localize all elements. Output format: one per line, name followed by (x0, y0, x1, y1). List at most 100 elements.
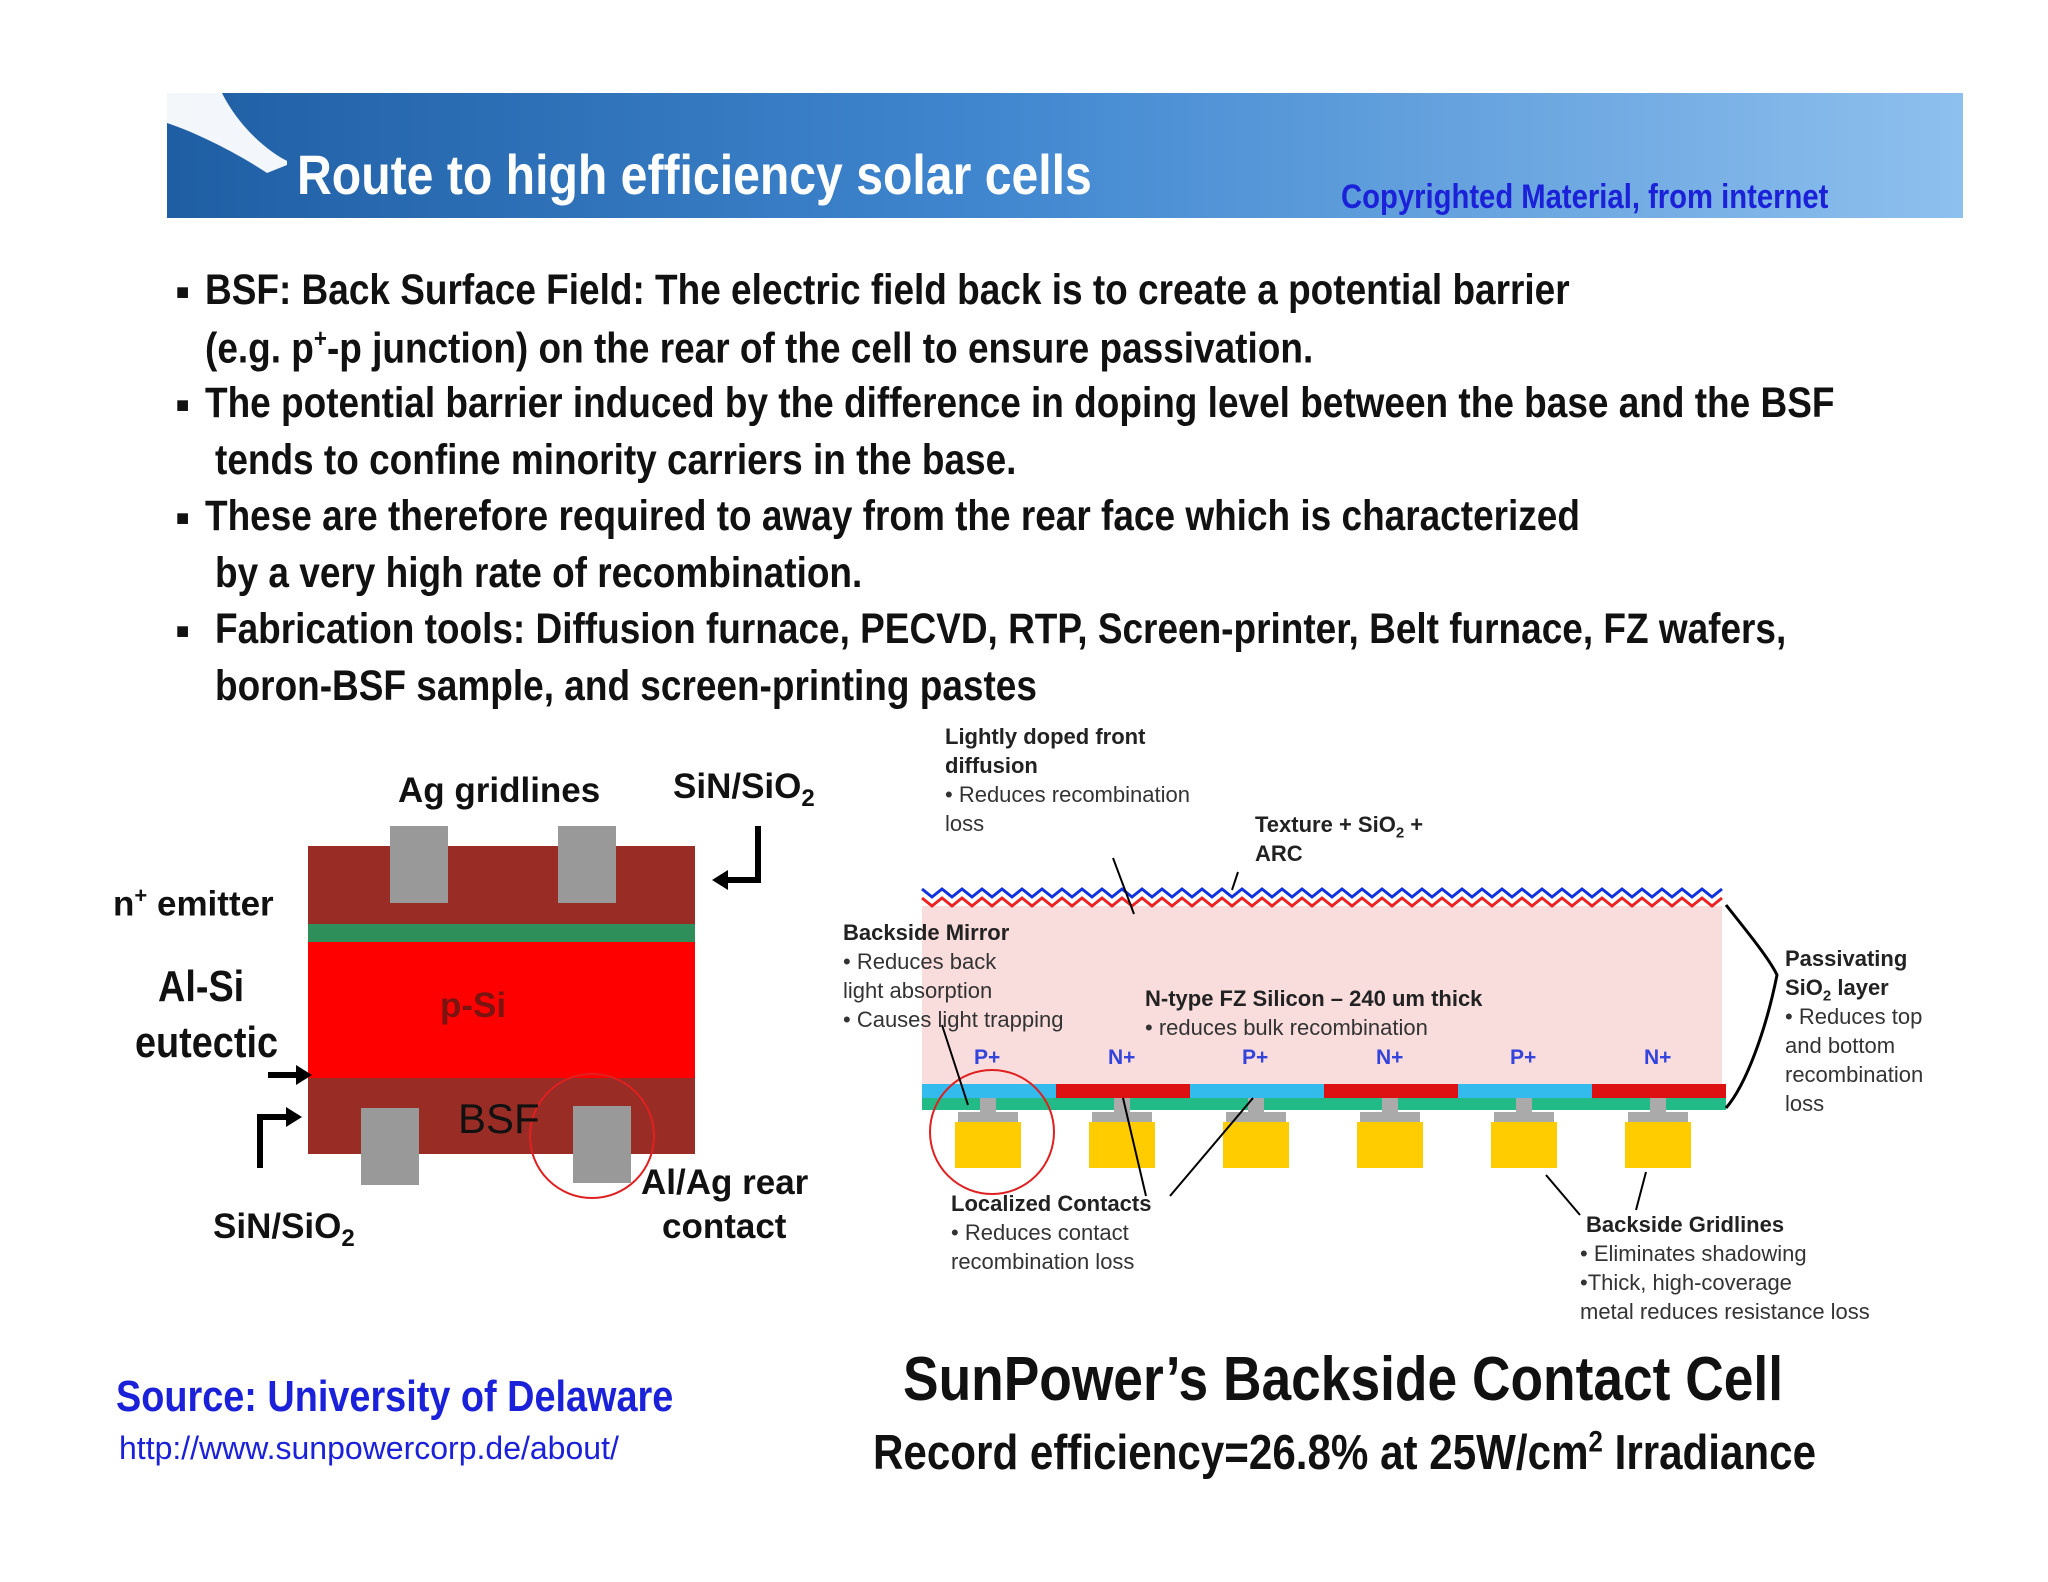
pointer-line (1122, 1097, 1147, 1197)
backside-gridlines-note-3: metal reduces resistance loss (1580, 1299, 1870, 1324)
banner-swoosh-icon (167, 93, 287, 173)
rear-contact (361, 1108, 419, 1185)
metal-contact (955, 1122, 1021, 1168)
p-plus-region (1190, 1084, 1324, 1098)
localized-contacts-note-1: • Reduces contact (951, 1220, 1129, 1245)
texture-label-2: ARC (1255, 841, 1303, 866)
passivation-layer (308, 924, 695, 942)
doping-label: N+ (1108, 1046, 1136, 1069)
contact-pad (1628, 1112, 1688, 1122)
doping-label: P+ (1510, 1046, 1537, 1069)
highlight-circle (529, 1073, 655, 1199)
contact-pad (1494, 1112, 1554, 1122)
p-plus-region (1458, 1084, 1592, 1098)
sin-bottom-label: SiN/SiO2 (213, 1207, 355, 1252)
contact-pad (958, 1112, 1018, 1122)
backside-gridlines-title: Backside Gridlines (1586, 1212, 1785, 1237)
pointer-line (1545, 1174, 1581, 1216)
front-diffusion-title-2: diffusion (945, 753, 1038, 778)
p-plus-region (922, 1084, 1056, 1098)
pointer-line (1169, 1097, 1254, 1197)
eutectic-label: eutectic (135, 1018, 279, 1067)
bullet-4-line1: Fabrication tools: Diffusion furnace, PE… (215, 605, 1787, 653)
pointer-line (941, 1024, 969, 1106)
pointer-line (1635, 1171, 1647, 1211)
doping-label: N+ (1376, 1046, 1404, 1069)
p-si-label: p-Si (440, 986, 507, 1025)
bullet-3-line1: These are therefore required to away fro… (205, 492, 1580, 540)
metal-contact (1357, 1122, 1423, 1168)
al-si-label: Al-Si (158, 962, 245, 1011)
metal-contact (1491, 1122, 1557, 1168)
backside-mirror-note-2: light absorption (843, 978, 993, 1003)
slide-title: Route to high efficiency solar cells (297, 143, 1092, 206)
backside-passivation-layer (922, 1098, 1726, 1110)
source-title: Source: University of Delaware (116, 1372, 674, 1421)
front-diffusion-wave (921, 887, 1723, 899)
contact-pad (1226, 1112, 1286, 1122)
sin-top-arrow (722, 826, 761, 883)
metal-contact (1223, 1122, 1289, 1168)
backside-mirror-title: Backside Mirror (843, 920, 1010, 945)
record-efficiency: Record efficiency=26.8% at 25W/cm2 Irrad… (873, 1425, 1817, 1480)
passivating-note-1: • Reduces top (1785, 1004, 1923, 1029)
n-emitter-label: n+ emitter (113, 883, 274, 924)
passivating-note-3: recombination (1785, 1062, 1924, 1087)
front-diffusion-note-2: loss (945, 811, 985, 836)
p-si-base (308, 942, 695, 1078)
passivating-title-2: SiO2 layer (1785, 975, 1889, 1005)
n-emitter-layer (308, 846, 695, 924)
front-diffusion-note-1: • Reduces recombination (945, 782, 1190, 807)
bullet-4-line2: boron-BSF sample, and screen-printing pa… (215, 662, 1037, 710)
texture-label-1: Texture + SiO2 + (1255, 812, 1424, 842)
ag-gridline-contact (558, 826, 616, 903)
metal-contact (1625, 1122, 1691, 1168)
bullet-3-line2: by a very high rate of recombination. (215, 549, 863, 597)
doping-label: N+ (1644, 1046, 1672, 1069)
doping-label: P+ (974, 1046, 1001, 1069)
highlight-circle (929, 1069, 1055, 1195)
bullet-1-line2: (e.g. p+-p junction) on the rear of the … (205, 323, 1314, 373)
texture-arc-wave (921, 896, 1723, 908)
n-type-silicon-body (922, 906, 1722, 1098)
metal-contact (1089, 1122, 1155, 1168)
localized-contacts-note-2: recombination loss (951, 1249, 1135, 1274)
backside-gridlines-note-2: •Thick, high-coverage (1580, 1270, 1792, 1295)
n-plus-region (1324, 1084, 1458, 1098)
localized-contacts-title: Localized Contacts (951, 1191, 1152, 1216)
bullet-marker: ▪ (175, 268, 191, 316)
front-diffusion-title: Lightly doped front (945, 724, 1146, 749)
passivating-note-2: and bottom (1785, 1033, 1896, 1058)
sin-top-label: SiN/SiO2 (673, 767, 815, 812)
sunpower-cell-diagram (921, 857, 1779, 1216)
bsf-label: BSF (458, 1095, 540, 1142)
backside-mirror-note-1: • Reduces back (843, 949, 997, 974)
copyright-note: Copyrighted Material, from internet (1341, 178, 1829, 216)
ag-gridline-contact (390, 826, 448, 903)
bullet-2-line2: tends to confine minority carriers in th… (215, 436, 1017, 484)
n-type-silicon-note: • reduces bulk recombination (1145, 1015, 1428, 1040)
source-url[interactable]: http://www.sunpowercorp.de/about/ (119, 1430, 619, 1466)
bullet-marker: ▪ (175, 607, 191, 655)
passivating-note-4: loss (1785, 1091, 1825, 1116)
bullet-marker: ▪ (175, 381, 191, 429)
n-plus-region (1592, 1084, 1726, 1098)
doping-label: P+ (1242, 1046, 1269, 1069)
pointer-line (1231, 871, 1239, 891)
rear-contact (573, 1106, 631, 1183)
backside-mirror-note-3: • Causes light trapping (843, 1007, 1064, 1032)
sunpower-title: SunPower’s Backside Contact Cell (903, 1345, 1784, 1414)
bullet-1-line1: BSF: Back Surface Field: The electric fi… (205, 266, 1570, 314)
n-plus-region (1056, 1084, 1190, 1098)
passivating-bracket (1724, 904, 1779, 1109)
n-type-silicon-title: N-type FZ Silicon – 240 um thick (1145, 986, 1483, 1011)
bullet-2-line1: The potential barrier induced by the dif… (205, 379, 1835, 427)
ag-gridlines-label: Ag gridlines (398, 771, 601, 810)
header-banner (167, 93, 1963, 218)
contact-pad (1360, 1112, 1420, 1122)
passivating-title-1: Passivating (1785, 946, 1908, 971)
contact-pad (1092, 1112, 1152, 1122)
rear-contact-label-2: contact (662, 1207, 787, 1246)
pointer-line (1112, 857, 1135, 915)
backside-gridlines-note-1: • Eliminates shadowing (1580, 1241, 1807, 1266)
